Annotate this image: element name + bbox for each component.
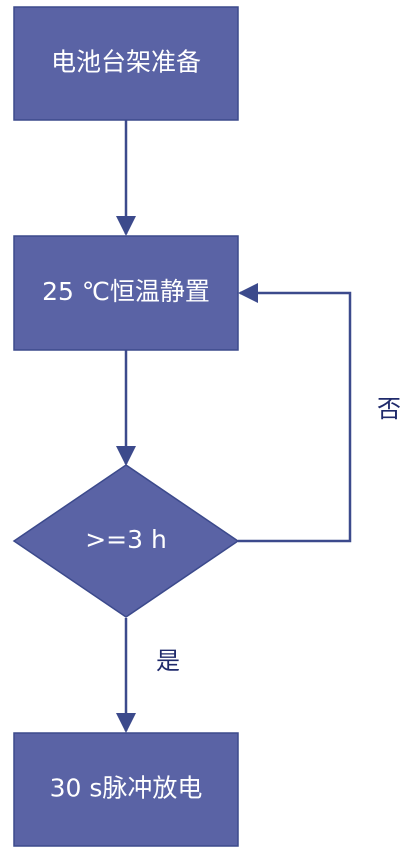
edge-label-no: 否 <box>377 395 401 423</box>
node-discharge: 30 s脉冲放电 <box>13 732 239 847</box>
node-rest-label: 25 ℃恒温静置 <box>42 277 210 306</box>
node-rest: 25 ℃恒温静置 <box>13 235 239 351</box>
node-check: >=3 h <box>12 464 240 618</box>
node-discharge-box <box>13 732 239 847</box>
node-prepare: 电池台架准备 <box>13 6 239 121</box>
node-prepare-box <box>13 6 239 121</box>
node-check-diamond <box>12 464 240 618</box>
node-rest-box <box>13 235 239 351</box>
node-discharge-label: 30 s脉冲放电 <box>50 774 203 803</box>
node-prepare-label: 电池台架准备 <box>51 48 201 77</box>
node-check-label: >=3 h <box>85 525 167 554</box>
edge-label-yes: 是 <box>156 647 180 675</box>
edge-check-no-loop <box>238 283 352 543</box>
